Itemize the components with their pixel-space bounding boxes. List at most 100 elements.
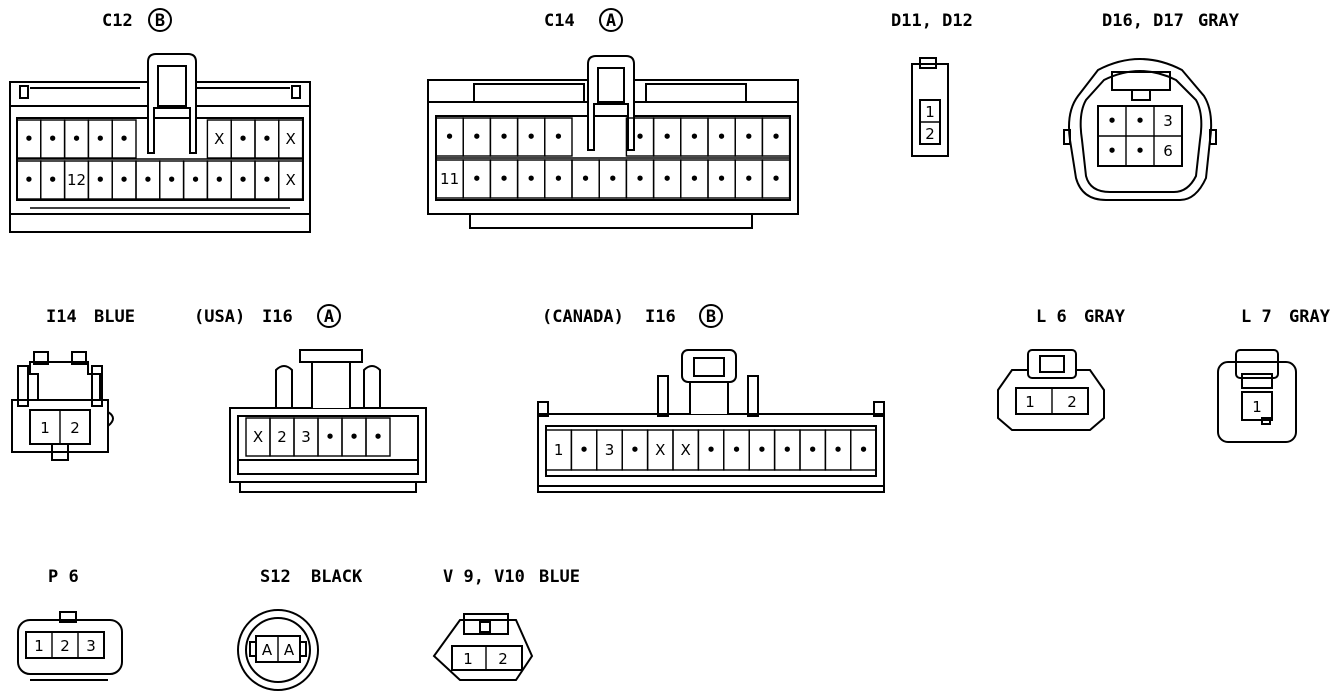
c12-bottom-cell [278,160,304,200]
title-l7: L 7 GRAY [1241,307,1331,327]
v9-pin-2: 2 [498,650,508,668]
i14-color: BLUE [94,307,135,327]
c14-bottom-pin: 11 [440,170,459,188]
i16a-row-cell [365,417,391,457]
connector-d11: 1 2 [911,57,949,157]
c14-bottom-pin: • [581,170,591,188]
v9-pin-1: 1 [463,650,473,668]
i16b-variant: B [706,307,716,327]
connector-v9: 1 2 [432,613,534,681]
c12-bottom-pin: 12 [67,171,86,189]
connector-l6: 1 2 [997,349,1105,431]
title-p6: P 6 [48,567,79,587]
c14-top-pin: • [554,128,564,146]
connector-l7: 1 [1217,349,1297,443]
c14-top-pin: • [526,128,536,146]
c14-bottom-pin: • [771,170,781,188]
i16b-row-pin: • [706,441,716,459]
title-i14: I14 BLUE [46,307,135,327]
v9-name: V 9, V10 [443,567,525,587]
d16-top-pin: 3 [1163,112,1173,130]
connector-p6: 1 2 3 [17,611,123,681]
c14-bottom-pin: • [744,170,754,188]
c14-bottom-pin: • [690,170,700,188]
title-i16a: (USA) I16 A [194,304,341,328]
title-c14: C14 A [544,8,623,32]
i16a-row-pin: X [253,428,263,446]
connector-s12: A A [237,609,319,691]
i14-pin-1: 1 [40,419,50,437]
s12-pin-1: A [262,641,273,659]
c12-top-pin: • [72,130,82,148]
c12-bottom-pin: • [48,171,58,189]
c12-bottom-pin: • [143,171,153,189]
i16b-row-pin: • [630,441,640,459]
d11-pin-1: 1 [925,103,935,121]
d11-pin-2: 2 [925,125,935,143]
connector-c12: •••••X••X ••12••••••••X [9,53,311,233]
c14-top-pin: • [717,128,727,146]
v9-color: BLUE [539,567,580,587]
c12-bottom-pin: • [167,171,177,189]
connector-c14: ••••••••••• 11•••••••••••• [427,55,799,229]
d16-top-pin: • [1135,112,1145,130]
c12-top-pins: •••••X••X [16,119,304,159]
i16b-row-pin: • [833,441,843,459]
c14-top-pins: ••••••••••• [435,117,791,157]
c14-top-pin: • [445,128,455,146]
i16a-name: I16 [262,307,293,327]
connector-d16: ••3••6 [1063,58,1217,201]
i16a-row-pin: • [349,428,359,446]
title-d16: D16, D17 GRAY [1102,11,1240,31]
l7-color: GRAY [1289,307,1331,327]
title-c12: C12 B [102,8,172,32]
i16a-row-pin: • [325,428,335,446]
c12-top-pin: • [24,130,34,148]
c12-top-cell [278,119,304,159]
c12-bottom-pin: • [191,171,201,189]
c12-top-pin: X [286,130,296,148]
c12-bottom-pin: • [262,171,272,189]
c12-bottom-pin: X [286,171,296,189]
connector-i14: 1 2 [11,351,114,461]
i16b-row-pin: • [757,441,767,459]
i16b-row-cell [850,429,877,471]
c12-bottom-pin: • [24,171,34,189]
c14-bottom-pin: • [662,170,672,188]
c12-top-cell [111,119,137,159]
p6-pin-1: 1 [34,637,44,655]
l6-color: GRAY [1084,307,1126,327]
c12-top-pin: • [96,130,106,148]
i16a-variant: A [324,307,334,327]
c14-bottom-pin: • [554,170,564,188]
c14-top-pin: • [771,128,781,146]
c14-top-cell [761,117,791,157]
i16a-row-pin: 3 [301,428,311,446]
d16-top-pin: • [1107,112,1117,130]
c14-bottom-pin: • [635,170,645,188]
s12-pin-2: A [284,641,295,659]
c12-bottom-pin: • [215,171,225,189]
c14-top-pin: • [472,128,482,146]
c14-top-pin: • [662,128,672,146]
title-i16b: (CANADA) I16 B [542,304,723,328]
p6-pin-3: 3 [86,637,96,655]
c14-variant: A [606,11,616,31]
d16-bottom-pin: 6 [1163,142,1173,160]
l6-pin-1: 1 [1025,393,1035,411]
d16-pins: ••3••6 [1107,112,1173,160]
i16b-row-pin: • [859,441,869,459]
d16-color: GRAY [1198,11,1240,31]
p6-pin-2: 2 [60,637,70,655]
c14-bottom-pin: • [608,170,618,188]
c14-bottom-pin: • [499,170,509,188]
c12-top-pin: • [238,130,248,148]
c12-bottom-pin: • [96,171,106,189]
c14-bottom-pin: • [717,170,727,188]
i16b-row-pin: • [732,441,742,459]
c14-bottom-cell [761,159,791,199]
